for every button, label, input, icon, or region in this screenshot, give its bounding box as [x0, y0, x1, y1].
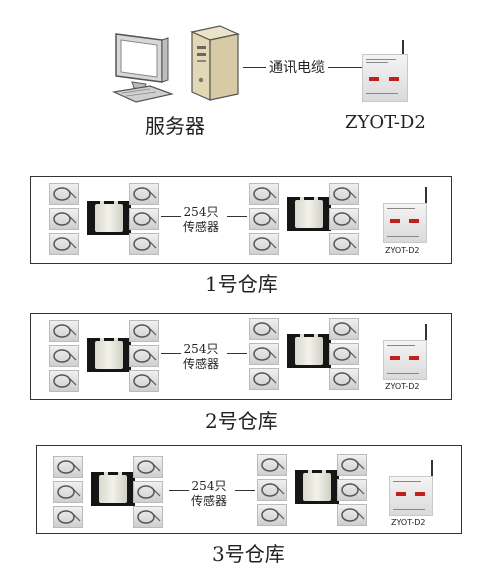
sensor-cable-icon [133, 481, 163, 503]
sensor-cable-icon [129, 208, 159, 230]
sensor-cable-icon [337, 504, 367, 526]
sensor-count: 254只 [191, 479, 227, 493]
sensor-cable-icon [257, 504, 287, 526]
sensor-cable-icon [133, 506, 163, 528]
sensor-cable-icon [129, 183, 159, 205]
server-tower [188, 22, 242, 102]
sensor-cable-icon [49, 208, 79, 230]
connector-line [169, 490, 189, 491]
sensor-cable-icon [49, 320, 79, 342]
warehouse-name: 2号仓库 [205, 409, 278, 433]
collector-hub-icon [87, 338, 131, 372]
sensor-cable-icon [53, 481, 83, 503]
collector-hub-icon [287, 334, 331, 368]
connector-line [235, 490, 255, 491]
connector-line [161, 353, 181, 354]
sensor-cable-icon [249, 233, 279, 255]
sensor-count-label: 254只 传感器 [183, 205, 219, 235]
sensor-count: 254只 [183, 342, 219, 356]
connector-line [161, 216, 181, 217]
sensor-cable-icon [49, 233, 79, 255]
sensor-cable-icon [337, 479, 367, 501]
sensor-word: 传感器 [183, 220, 220, 234]
sensor-count-label: 254只 传感器 [183, 342, 219, 372]
sensor-cable-icon [329, 208, 359, 230]
sensor-cable-icon [53, 506, 83, 528]
sensor-cable-icon [249, 208, 279, 230]
server-label: 服务器 [145, 114, 205, 138]
sensor-cable-icon [129, 320, 159, 342]
sensor-cable-icon [129, 233, 159, 255]
collector-hub-icon [287, 197, 331, 231]
sensor-cable-icon [249, 343, 279, 365]
sensor-cable-icon [249, 183, 279, 205]
sensor-count: 254只 [183, 205, 219, 219]
warehouse-panel-3: 254只 传感器 ZYOT-D2 [36, 445, 462, 534]
sensor-cable-icon [129, 345, 159, 367]
connector-line [227, 353, 247, 354]
sensor-cable-icon [249, 318, 279, 340]
connector-line [227, 216, 247, 217]
sensor-cable-icon [257, 479, 287, 501]
sensor-cable-icon [329, 368, 359, 390]
sensor-word: 传感器 [183, 357, 220, 371]
collector-hub-icon [87, 201, 131, 235]
sensor-cable-icon [49, 183, 79, 205]
device-model-label: ZYOT-D2 [391, 518, 426, 527]
sensor-word: 传感器 [191, 494, 228, 508]
sensor-cable-icon [257, 454, 287, 476]
collector-hub-icon [91, 472, 135, 506]
warehouse-name: 3号仓库 [212, 542, 285, 566]
warehouse-name: 1号仓库 [205, 272, 278, 296]
sensor-cable-icon [49, 370, 79, 392]
sensor-cable-icon [53, 456, 83, 478]
sensor-cable-icon [49, 345, 79, 367]
top-device-model: ZYOT-D2 [345, 112, 426, 133]
sensor-cable-icon [329, 343, 359, 365]
sensor-cable-icon [329, 233, 359, 255]
server-monitor [110, 30, 175, 104]
top-device [362, 40, 410, 106]
sensor-cable-icon [249, 368, 279, 390]
sensor-cable-icon [133, 456, 163, 478]
device-model-label: ZYOT-D2 [385, 246, 420, 255]
sensor-cable-icon [129, 370, 159, 392]
sensor-cable-icon [329, 183, 359, 205]
sensor-cable-icon [329, 318, 359, 340]
device-model-label: ZYOT-D2 [385, 382, 420, 391]
cable-label: 通讯电缆 [266, 57, 328, 77]
collector-hub-icon [295, 470, 339, 504]
sensor-count-label: 254只 传感器 [191, 479, 227, 509]
warehouse-panel-2: 254只 传感器 ZYOT-D2 [30, 313, 452, 400]
sensor-cable-icon [337, 454, 367, 476]
warehouse-panel-1: 254只 传感器 ZYOT-D2 [30, 176, 452, 264]
